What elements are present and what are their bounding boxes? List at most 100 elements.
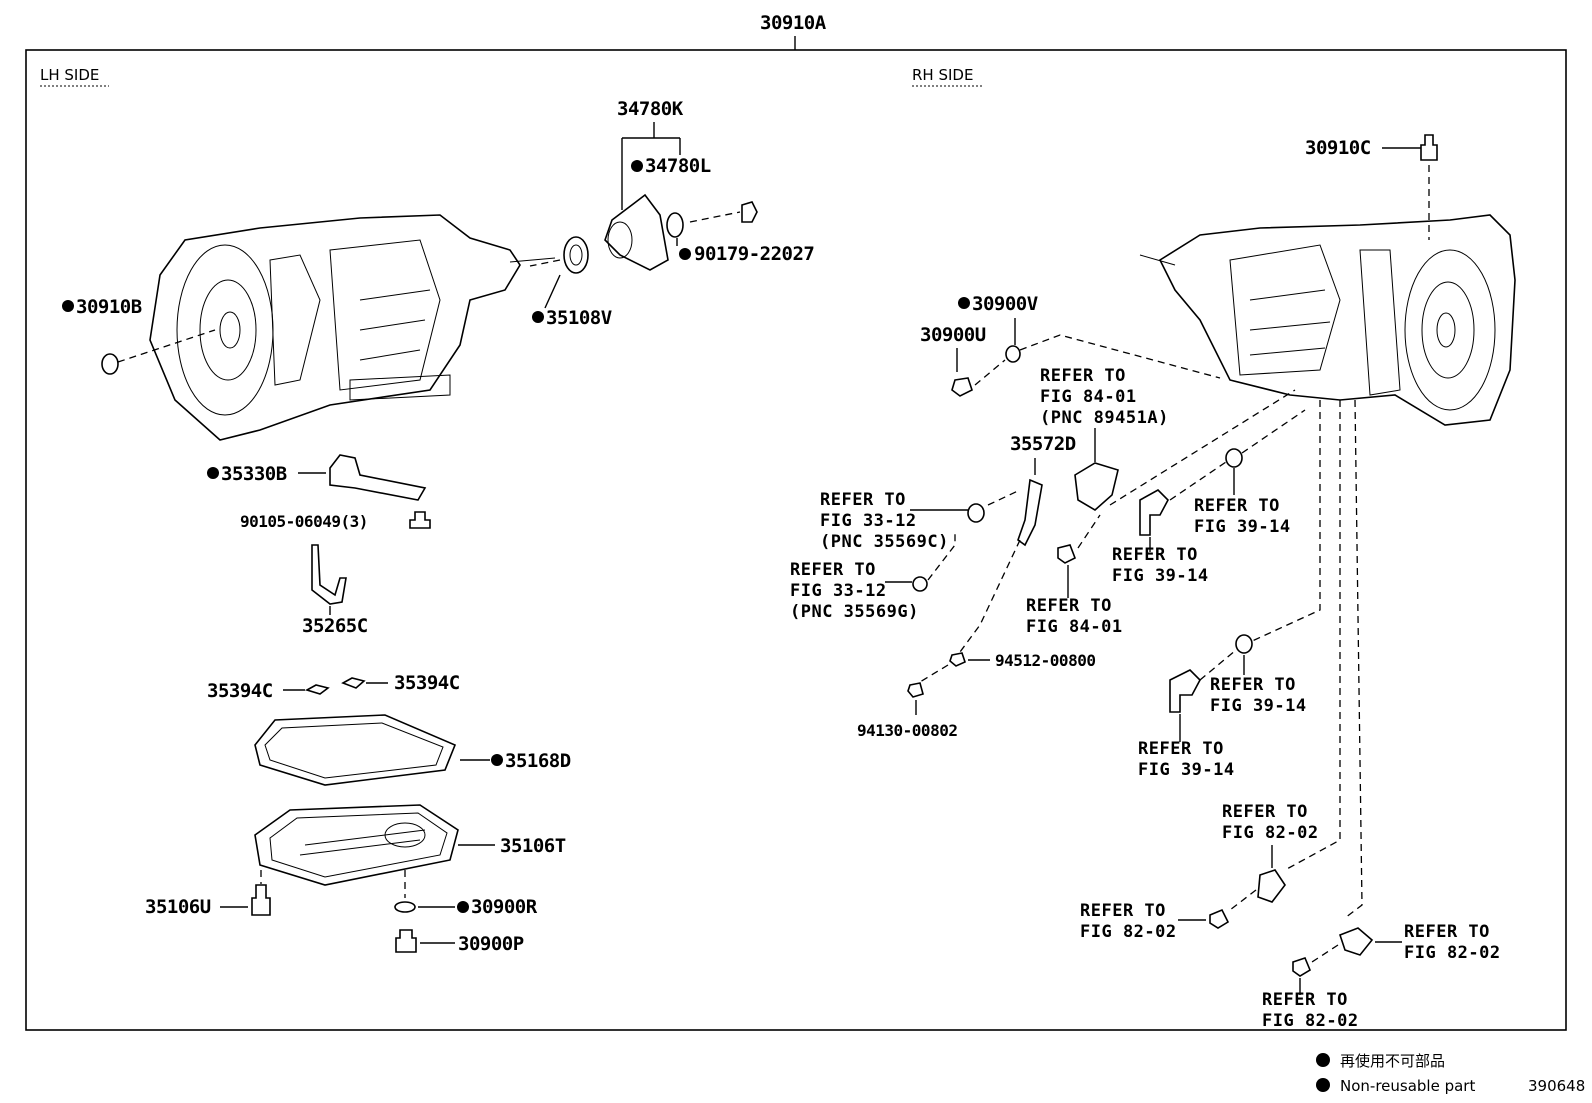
part-30900R-label: 30900R <box>471 896 538 918</box>
bolt-84-01-part <box>1057 544 1077 564</box>
svg-text:FIG 84-01: FIG 84-01 <box>1040 387 1137 407</box>
part-35572D-lever <box>1017 478 1043 547</box>
part-90179-22027-label: 90179-22027 <box>694 243 814 265</box>
part-30900V-label: 30900V <box>972 293 1038 315</box>
figure-number: 390648 <box>1528 1077 1585 1095</box>
svg-text:REFER TO: REFER TO <box>1112 545 1198 565</box>
collar-part <box>967 503 985 523</box>
part-35394C-a-magnet <box>304 684 330 695</box>
part-35106U-label: 35106U <box>145 896 211 918</box>
ref-84-01: REFER TO FIG 84-01 <box>1026 596 1123 637</box>
svg-text:FIG 39-14: FIG 39-14 <box>1194 517 1291 537</box>
part-34780K-flange <box>604 193 669 271</box>
part-30910B-seal <box>101 353 119 375</box>
part-30900U-plug <box>951 377 973 397</box>
part-35265C-label: 35265C <box>302 615 368 637</box>
svg-text:FIG 82-02: FIG 82-02 <box>1262 1011 1359 1031</box>
part-35106T-oil-pan <box>254 804 459 886</box>
svg-text:FIG 82-02: FIG 82-02 <box>1222 823 1319 843</box>
neutral-switch-part <box>1074 462 1119 511</box>
part-30900P-plug <box>395 929 417 953</box>
part-35394C-a-label: 35394C <box>207 680 273 702</box>
ref-82-02-b: REFER TO FIG 82-02 <box>1080 901 1177 942</box>
part-30910C-breather <box>1420 134 1438 161</box>
transmission-lh-illustration <box>149 214 556 441</box>
part-35394C-b-label: 35394C <box>394 672 460 694</box>
part-30900V-gasket <box>1005 345 1021 363</box>
svg-text:FIG 39-14: FIG 39-14 <box>1112 566 1209 586</box>
bolt-82-02-lower <box>1292 957 1312 977</box>
svg-text:(PNC 89451A): (PNC 89451A) <box>1040 408 1169 428</box>
part-35330B-label: 35330B <box>221 463 287 485</box>
part-30900P-label: 30900P <box>458 933 524 955</box>
ref-39-14-d: REFER TO FIG 39-14 <box>1138 739 1235 780</box>
svg-text:REFER TO: REFER TO <box>1262 990 1348 1010</box>
svg-text:(PNC 35569C): (PNC 35569C) <box>820 532 949 552</box>
ref-33-12-pnc-35569g: REFER TO FIG 33-12 (PNC 35569G) <box>790 560 919 622</box>
part-94512-00800-washer <box>949 652 966 667</box>
clamp-part-lower <box>1339 927 1374 956</box>
ref-39-14-c: REFER TO FIG 39-14 <box>1210 675 1307 716</box>
ref-82-02-a: REFER TO FIG 82-02 <box>1222 802 1319 843</box>
diagram-frame <box>25 49 1567 1031</box>
lh-side-label: LH SIDE <box>40 66 99 84</box>
part-30910C-label: 30910C <box>1305 137 1371 159</box>
part-35108V-label: 35108V <box>546 307 612 329</box>
part-94130-00802-nut <box>907 682 924 698</box>
oil-line-connector-lower <box>1169 669 1201 713</box>
part-34780L-seal <box>666 212 684 238</box>
svg-text:FIG 39-14: FIG 39-14 <box>1210 696 1307 716</box>
legend-japanese: 再使用不可部品 <box>1340 1052 1445 1070</box>
svg-text:REFER TO: REFER TO <box>1040 366 1126 386</box>
part-30900R-gasket <box>394 901 416 913</box>
bolt-82-02-upper <box>1209 908 1230 929</box>
svg-text:REFER TO: REFER TO <box>820 490 906 510</box>
part-35168D-label: 35168D <box>505 750 571 772</box>
svg-text:FIG 33-12: FIG 33-12 <box>790 581 887 601</box>
bushing-part <box>912 576 928 592</box>
svg-text:REFER TO: REFER TO <box>790 560 876 580</box>
svg-text:FIG 84-01: FIG 84-01 <box>1026 617 1123 637</box>
part-35106T-label: 35106T <box>500 835 566 857</box>
oil-line-connector-upper <box>1139 489 1169 536</box>
svg-text:REFER TO: REFER TO <box>1210 675 1296 695</box>
svg-text:FIG 82-02: FIG 82-02 <box>1404 943 1501 963</box>
ref-82-02-d: REFER TO FIG 82-02 <box>1262 990 1359 1031</box>
part-34780L-label: 34780L <box>645 155 711 177</box>
transmission-rh-illustration <box>1139 214 1516 426</box>
part-35330B-strainer <box>329 454 427 501</box>
ref-33-12-pnc-35569c: REFER TO FIG 33-12 (PNC 35569C) <box>820 490 949 552</box>
assembly-label: 30910A <box>760 12 827 34</box>
clamp-part-upper <box>1257 869 1286 903</box>
part-35108V-seal <box>563 236 589 274</box>
svg-text:FIG 33-12: FIG 33-12 <box>820 511 917 531</box>
svg-text:FIG 39-14: FIG 39-14 <box>1138 760 1235 780</box>
ref-39-14-a: REFER TO FIG 39-14 <box>1194 496 1291 537</box>
ref-39-14-b: REFER TO FIG 39-14 <box>1112 545 1209 586</box>
part-35106U-bolt <box>251 884 271 916</box>
part-35265C-pipe <box>311 544 347 605</box>
ref-82-02-c: REFER TO FIG 82-02 <box>1404 922 1501 963</box>
part-90105-06049-bolt <box>409 511 431 529</box>
rh-side-label: RH SIDE <box>912 66 973 84</box>
part-30910B-label: 30910B <box>76 296 142 318</box>
svg-text:REFER TO: REFER TO <box>1404 922 1490 942</box>
svg-text:FIG 82-02: FIG 82-02 <box>1080 922 1177 942</box>
svg-text:REFER TO: REFER TO <box>1080 901 1166 921</box>
part-30900U-label: 30900U <box>920 324 986 346</box>
part-94130-00802-label: 94130-00802 <box>857 721 957 740</box>
svg-text:REFER TO: REFER TO <box>1026 596 1112 616</box>
part-35394C-b-magnet <box>341 677 366 689</box>
part-90105-06049-label: 90105-06049(3) <box>240 512 368 531</box>
legend-english: Non-reusable part <box>1340 1077 1475 1095</box>
legend: 再使用不可部品 Non-reusable part <box>1316 1052 1475 1095</box>
svg-text:REFER TO: REFER TO <box>1194 496 1280 516</box>
svg-text:(PNC 35569G): (PNC 35569G) <box>790 602 919 622</box>
part-94512-00800-label: 94512-00800 <box>995 651 1095 670</box>
o-ring-lower <box>1235 634 1253 654</box>
ref-84-01-pnc-89451a: REFER TO FIG 84-01 (PNC 89451A) <box>1040 366 1169 428</box>
svg-text:REFER TO: REFER TO <box>1138 739 1224 759</box>
o-ring-upper <box>1225 448 1243 468</box>
part-35572D-label: 35572D <box>1010 433 1076 455</box>
